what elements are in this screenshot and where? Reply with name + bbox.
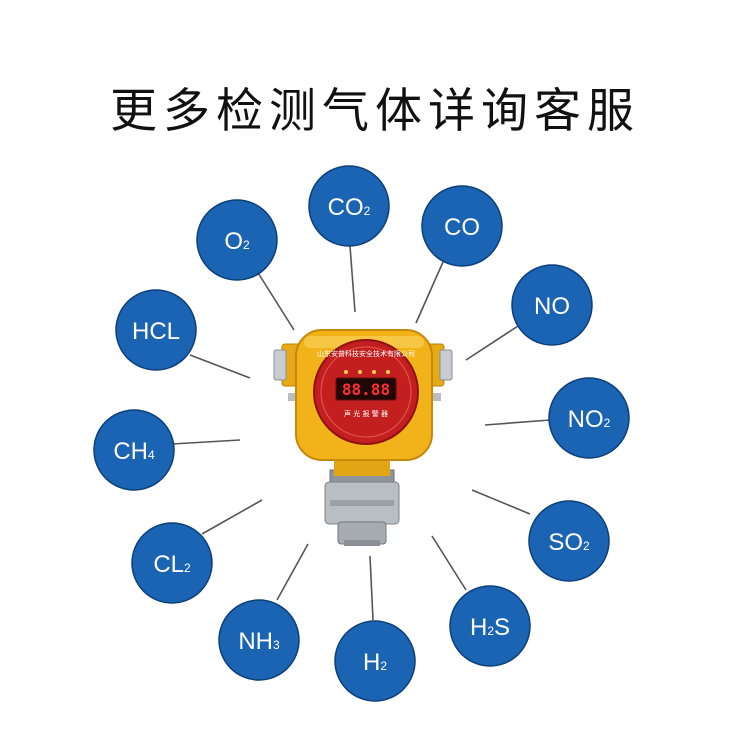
gas-sub-cl2: 2 [184, 561, 191, 575]
gas-label-co2: CO [328, 194, 364, 221]
leader-cl2 [201, 499, 263, 535]
gas-circle-co2: CO2 [308, 165, 390, 247]
gas-label-cl2: CL [153, 551, 184, 578]
gas-circle-cl2: CL2 [131, 522, 213, 604]
leader-no2 [484, 419, 551, 426]
left-screw [288, 393, 298, 401]
gas-label-no2: NO [568, 406, 604, 433]
circle-ch4 [93, 409, 175, 491]
gas-sub-so2: 2 [583, 539, 590, 553]
leader-so2 [471, 489, 531, 515]
leader-nh3 [276, 543, 309, 601]
device-brand-label: 山东安普科技安全技术有限公司 [317, 349, 415, 358]
gas-circle-no: NO [511, 264, 593, 346]
leader-h2s [431, 535, 467, 591]
gas-circle-nh3: NH3 [218, 599, 300, 681]
gas-sub-h2: 2 [380, 659, 387, 673]
right-nut [439, 349, 453, 381]
gas-circle-so2: SO2 [528, 500, 610, 582]
leader-hcl [189, 354, 251, 379]
gas-sub-no2: 2 [604, 416, 611, 430]
gas-circle-o2: O2 [196, 199, 278, 281]
svg-text:H2S: H2S [470, 614, 510, 641]
leader-co [415, 261, 444, 324]
gas-label-so2: SO [548, 529, 583, 556]
svg-text:NH3: NH3 [238, 628, 280, 655]
gas-sub-nh3: 3 [273, 638, 280, 652]
gas-label-nh3: NH [238, 628, 273, 655]
gas-label-h2s: H [470, 614, 487, 641]
gas-circle-hcl: HCL [115, 289, 197, 371]
gas-sub-h2s: 2 [487, 624, 494, 638]
gas-label-hcl: HCL [132, 318, 180, 345]
gas-sub-ch4: 4 [148, 448, 155, 462]
gas-circle-ch4: CH4 [93, 409, 175, 491]
sensor-bottom [344, 540, 380, 546]
circle-h2s [449, 585, 531, 667]
circle-co [421, 185, 503, 267]
svg-text:NO: NO [534, 293, 570, 320]
indicator-2 [358, 370, 362, 374]
svg-text:CO2: CO2 [328, 194, 371, 221]
leader-o2 [254, 267, 295, 331]
leader-co2 [349, 245, 356, 313]
indicator-4 [386, 370, 390, 374]
svg-text:CH4: CH4 [113, 438, 155, 465]
svg-text:CL2: CL2 [153, 551, 191, 578]
device-display [335, 377, 397, 401]
circle-no2 [548, 377, 630, 459]
circle-cl2 [131, 522, 213, 604]
gas-label-o2: O [224, 228, 243, 255]
svg-text:HCL: HCL [132, 318, 180, 345]
sensor-band [330, 500, 394, 506]
circle-nh3 [218, 599, 300, 681]
gas-tail-h2s: S [494, 614, 510, 641]
circle-so2 [528, 500, 610, 582]
circle-o2 [196, 199, 278, 281]
right-screw [431, 393, 441, 401]
gas-circle-co: CO [421, 185, 503, 267]
gas-sub-o2: 2 [243, 238, 250, 252]
gas-label-no: NO [534, 293, 570, 320]
panel-ring [320, 346, 412, 438]
gas-circle-h2s: H2S [449, 585, 531, 667]
leader-lines [171, 245, 551, 621]
svg-text:NO2: NO2 [568, 406, 611, 433]
gas-label-ch4: CH [113, 438, 148, 465]
svg-text:SO2: SO2 [548, 529, 590, 556]
gas-circle-no2: NO2 [548, 377, 630, 459]
indicator-1 [344, 370, 348, 374]
svg-text:CO: CO [444, 214, 480, 241]
circle-co2 [308, 165, 390, 247]
indicator-3 [372, 370, 376, 374]
display-readout: 88.88 [342, 380, 390, 399]
circle-h2 [334, 620, 416, 702]
gas-circle-h2: H2 [334, 620, 416, 702]
gas-sub-co2: 2 [364, 204, 371, 218]
device-bottom-label: 声 光 报 警 器 [344, 409, 388, 418]
page-title: 更多检测气体详询客服 [110, 84, 640, 139]
svg-text:O2: O2 [224, 228, 250, 255]
leader-no [465, 325, 519, 361]
circle-no [511, 264, 593, 346]
gas-label-co: CO [444, 214, 480, 241]
left-nut [273, 349, 287, 381]
gas-label-h2: H [363, 649, 380, 676]
gas-detector-device: 88.88 山东安普科技安全技术有限公司 声 光 报 警 器 [273, 329, 453, 546]
leader-h2 [369, 555, 374, 621]
svg-text:H2: H2 [363, 649, 387, 676]
leader-ch4 [171, 439, 241, 445]
circle-hcl [115, 289, 197, 371]
